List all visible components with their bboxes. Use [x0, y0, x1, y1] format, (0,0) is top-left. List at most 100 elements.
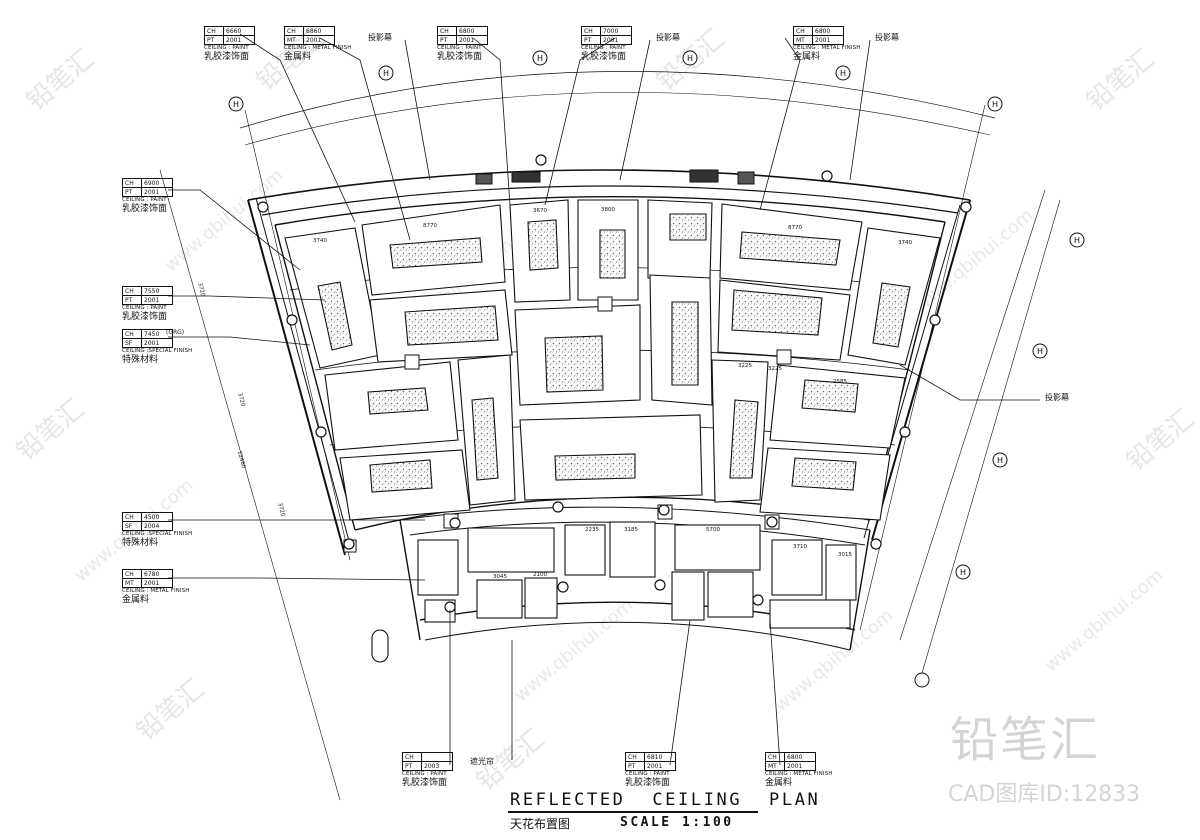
projector-screen-label: 投影幕: [875, 33, 899, 42]
column-marker: [766, 516, 778, 528]
opening: [371, 629, 389, 663]
tag-code: 2001: [223, 35, 255, 45]
tag-finish-type: CEILING : PAINT: [204, 45, 249, 51]
grid-bubble-letter: H: [233, 100, 239, 109]
column-marker: [343, 538, 355, 550]
leader-line: [319, 37, 411, 241]
grid-bubble: [914, 672, 930, 688]
panel-inset: [729, 399, 759, 479]
dimension-text: 3720: [236, 392, 246, 408]
tag-finish-type: CEILING : METAL FINISH: [122, 588, 190, 594]
stage-box: [769, 599, 851, 629]
title-underline: [508, 811, 758, 813]
tag-ch-key: CH: [581, 26, 601, 36]
drawing-title: REFLECTED CEILING PLAN: [510, 790, 821, 810]
tag-code: 2001: [456, 35, 488, 45]
tag-finish-type: CEILING : PAINT: [581, 45, 626, 51]
tag-code: 2001: [141, 295, 173, 305]
grid-bubble-letter: H: [1074, 236, 1080, 245]
dimension-text: 8770: [788, 225, 802, 231]
tag-finish-cn: 金属料: [284, 52, 312, 62]
tag-ch-key: CH: [204, 26, 224, 36]
stage-box: [771, 539, 823, 596]
outer-wall: [255, 197, 353, 553]
dimension-text: 3045: [493, 574, 507, 580]
panel-inset: [669, 213, 707, 241]
tag-code: 2001: [644, 761, 676, 771]
column-marker: [535, 154, 547, 166]
panel-inset: [544, 335, 604, 393]
leader-line: [669, 619, 691, 766]
grid-bubble: [992, 452, 1008, 468]
column-marker: [654, 579, 666, 591]
dimension-text: 5700: [706, 527, 720, 533]
tag-finish-cn: 乳胶漆饰面: [581, 52, 627, 62]
column-marker: [315, 426, 327, 438]
tag-finish-type: CEILING :SPECIAL FINISH: [122, 531, 193, 537]
tag-finish-cn: 乳胶漆饰面: [625, 778, 671, 788]
projector-screen-label: 投影幕: [656, 33, 680, 42]
fixture-box: [737, 171, 755, 185]
panel-inset: [554, 453, 636, 481]
grid-bubble: [378, 65, 394, 81]
tag-code-prefix: MT: [765, 761, 785, 771]
tag-ch-key: CH: [437, 26, 457, 36]
tag-finish-cn: 乳胶漆饰面: [204, 52, 250, 62]
panel-inset: [527, 219, 559, 271]
grid-bubble-letter: H: [992, 100, 998, 109]
dimension-text: 2235: [585, 527, 599, 533]
panel-inset: [404, 305, 499, 346]
leader-line: [619, 39, 651, 181]
tag-finish-type: CEILING : PAINT: [625, 771, 670, 777]
tag-ch-key: CH: [284, 26, 304, 36]
tag-code: 2004: [141, 521, 173, 531]
leader-line: [769, 619, 781, 766]
stage-box: [825, 544, 857, 601]
fixture-box: [776, 349, 792, 365]
tag-ch-key: CH: [122, 329, 142, 339]
panel-inset: [367, 387, 429, 415]
tag-ceiling-height: 6860: [303, 26, 335, 36]
tag-ceiling-height: 6810: [644, 752, 676, 762]
tag-code-prefix: PT: [122, 187, 142, 197]
column-marker: [929, 314, 941, 326]
tag-ceiling-height: 7550: [141, 286, 173, 296]
dimension-text: 3015: [838, 552, 852, 558]
tag-finish-cn: 特殊材料: [122, 538, 159, 548]
tag-ceiling-height: 6800: [784, 752, 816, 762]
leader-line: [899, 364, 1040, 401]
stage-box: [671, 571, 705, 621]
panel-inset: [671, 301, 699, 386]
dimension-text: 3740: [898, 240, 912, 246]
dimension-text: 2100: [533, 572, 547, 578]
stage-band: [399, 506, 871, 531]
outer-wall: [261, 185, 959, 216]
tag-finish-type: CEILING : PAINT: [437, 45, 482, 51]
tag-finish-cn: 金属料: [122, 595, 150, 605]
leader-line: [239, 33, 356, 223]
stage-box: [417, 539, 459, 596]
dimension-text: 3670: [533, 208, 547, 214]
dimension-arc: [244, 92, 991, 146]
leader-line: [759, 37, 801, 211]
grid-bubble: [835, 65, 851, 81]
tag-ch-key: CH: [122, 512, 142, 522]
tag-ch-key: CH: [402, 752, 422, 762]
dimension-text: 3720: [196, 282, 206, 298]
grid-bubble: [955, 564, 971, 580]
tag-ceiling-height: 4500: [141, 512, 173, 522]
tag-finish-type: CEILING :SPECIAL FINISH: [122, 348, 193, 354]
panel-inset: [599, 229, 626, 279]
tag-finish-cn: 特殊材料: [122, 355, 159, 365]
tag-ch-key: CH: [625, 752, 645, 762]
grid-bubble-letter: H: [1037, 347, 1043, 356]
outer-wall: [247, 169, 971, 201]
tag-code-prefix: MT: [122, 578, 142, 588]
grid-bubble-letter: H: [687, 54, 693, 63]
